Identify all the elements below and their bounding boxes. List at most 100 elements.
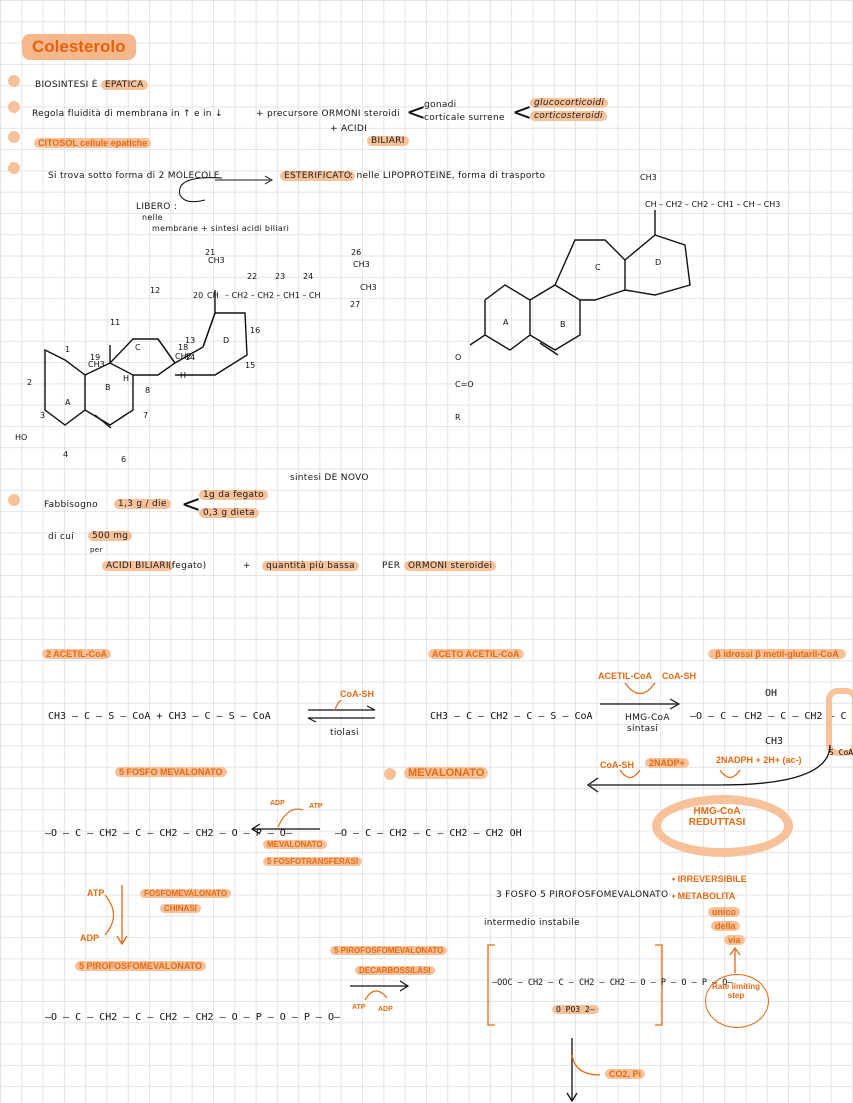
svg-text:CH3: CH3	[360, 283, 377, 292]
dieta-value: 0,3 g dieta	[199, 508, 259, 518]
svg-text:16: 16	[250, 326, 260, 335]
acetil-formula: CH3 – C – S – CoA + CH3 – C – S – CoA	[48, 711, 271, 722]
via-label: via	[724, 935, 745, 945]
corticosteroidi-text: corticosteroidi	[530, 111, 607, 121]
tiolasi-label: tiolasi	[330, 728, 359, 738]
svg-text:HO: HO	[15, 433, 27, 442]
svg-text:C: C	[135, 343, 141, 352]
per2-text: PER	[382, 561, 401, 571]
plus-text: +	[243, 561, 251, 571]
svg-text:21: 21	[205, 248, 215, 257]
tiolasi-arrow	[307, 700, 376, 723]
svg-text:– CH2 – CH2 – CH1 – CH: – CH2 – CH2 – CH1 – CH	[225, 291, 320, 300]
per-text: per	[90, 546, 103, 554]
metabolita-label: • METABOLITA	[672, 891, 736, 901]
decarb-label-1: 5 PIROFOSFOMEVALONATO	[330, 946, 448, 955]
nadph-label: 2NADPH + 2H+ (ac-)	[716, 755, 802, 765]
atp3-label: ATP	[352, 1004, 366, 1011]
svg-text:CH3: CH3	[640, 173, 657, 182]
acetoacetil-label: ACETO ACETIL-CoA	[428, 649, 524, 659]
dicui-text: di cui	[48, 532, 75, 542]
svg-text:C: C	[595, 263, 601, 272]
forma-text: Si trova sotto forma di 2 MOLECOLE	[48, 171, 220, 181]
chinasi-label: CHINASI	[160, 904, 201, 913]
fosfo-formula: –O – C – CH2 – C – CH2 – CH2 – O – P – O…	[45, 828, 292, 839]
svg-text:R: R	[455, 413, 461, 422]
biliari-text: BILIARI	[367, 136, 409, 146]
atp2-label: ATP	[87, 888, 105, 898]
biosintesi-text: BIOSINTESI È EPATICA	[35, 80, 148, 90]
svg-text:CH – CH2 – CH2 – CH1 – CH – CH: CH – CH2 – CH2 – CH1 – CH – CH3	[645, 200, 780, 209]
libero-text: LIBERO :	[136, 202, 178, 212]
glucocorticoidi-text: glucocorticoidi	[530, 98, 609, 108]
adp3-label: ADP	[378, 1006, 393, 1013]
rate-label: Rate limiting step	[712, 982, 761, 1000]
mevalonato-dot	[384, 768, 396, 780]
svg-text:22: 22	[247, 272, 257, 281]
svg-text:27: 27	[350, 300, 360, 309]
rate-arrow	[729, 946, 741, 973]
bullet-1	[8, 75, 20, 87]
svg-text:CH2: CH2	[175, 352, 192, 361]
brace-1: <	[406, 98, 427, 126]
acetil-label: 2 ACETIL-CoA	[42, 649, 112, 659]
svg-text:C=O: C=O	[455, 380, 474, 389]
co2-arrow	[566, 1038, 601, 1103]
hmgsintasi-label: HMG-CoA	[625, 713, 670, 723]
della-label: della	[711, 921, 740, 931]
nelle-text: nelle	[142, 213, 163, 222]
bullet-5	[8, 494, 20, 506]
svg-text:2: 2	[27, 378, 32, 387]
svg-text:B: B	[560, 320, 566, 329]
left-ch3: CH3	[88, 360, 105, 369]
cholesterol-structure-left: 1 2 3 4 6 7 19 CH3 18 CH2 11 12 13 D 16 …	[15, 248, 377, 464]
sintasi-label: sintasi	[627, 724, 659, 734]
svg-text:23: 23	[275, 272, 285, 281]
coash-label: CoA-SH	[340, 689, 374, 699]
chinasi-arrow	[250, 808, 320, 835]
acetilcoa-label: ACETIL-CoA	[598, 671, 652, 681]
svg-text:7: 7	[143, 411, 148, 420]
hmg-ch3: CH3	[765, 736, 784, 747]
bullet-3	[8, 131, 20, 143]
svg-text:15: 15	[245, 361, 255, 370]
irreversibile-label: • IRREVERSIBILE	[672, 874, 747, 884]
opo3-label: O PO3 2–	[552, 1005, 599, 1014]
pirofosfo-label: 5 PIROFOSFOMEVALONATO	[75, 961, 207, 971]
fosfotransferasi-label: 5 FOSFOTRANSFERASI	[263, 857, 363, 866]
adp2-label: ADP	[80, 933, 100, 943]
regola-text: Regola fluidità di membrana in ↑ e in ↓	[32, 109, 223, 119]
svg-text:24: 24	[303, 272, 313, 281]
fabbisogno-label: Fabbisogno	[44, 500, 98, 510]
fosfo3-label: 3 FOSFO 5 PIROFOSFOMEVALONATO	[496, 890, 669, 900]
pirofosfo-formula: –O – C – CH2 – C – CH2 – CH2 – O – P – O…	[45, 1012, 341, 1023]
svg-text:O: O	[455, 353, 461, 362]
svg-text:4: 4	[63, 450, 68, 459]
svg-text:H: H	[123, 374, 129, 383]
hmg-coa-vertical: S CoA	[829, 748, 853, 757]
svg-text:18: 18	[178, 343, 188, 352]
svg-text:8: 8	[145, 386, 150, 395]
sintesi-text: sintesi DE NOVO	[290, 473, 369, 483]
acidi-text: + ACIDI	[330, 124, 368, 134]
hmg-label: β idrossi β metil-glutaril-CoA	[708, 649, 846, 659]
svg-text:D: D	[655, 258, 661, 267]
reduttasi-arrow	[586, 744, 831, 793]
fegato2-text: (fegato)	[168, 561, 207, 571]
corticale-text: corticale surrene	[424, 113, 505, 123]
coash3-label: CoA-SH	[600, 760, 634, 770]
fosfo-label: 5 FOSFO MEVALONATO	[115, 767, 227, 777]
reduttasi-oval	[652, 795, 793, 857]
coash2-label: CoA-SH	[662, 671, 696, 681]
mevalonato-kin-label: MEVALONATO	[263, 840, 327, 849]
ring-label-1: 1	[65, 345, 70, 354]
bullet-4	[8, 162, 20, 174]
svg-text:26: 26	[351, 248, 361, 257]
co2-label: CO2, Pi	[605, 1069, 646, 1079]
mevalonato-formula: –O – C – CH2 – C – CH2 – CH2 OH	[335, 828, 522, 839]
svg-text:CH: CH	[207, 291, 219, 300]
atp-label: ATP	[309, 803, 323, 810]
svg-text:12: 12	[150, 286, 160, 295]
citosol-text: CITOSOL cellule epatiche	[34, 138, 152, 148]
sintasi-arrow	[600, 682, 681, 710]
